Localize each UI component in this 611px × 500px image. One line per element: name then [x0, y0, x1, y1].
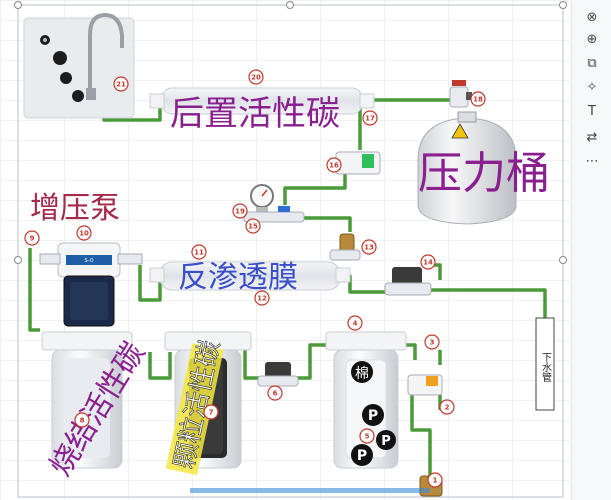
part-badge-label-6: 6: [273, 390, 278, 398]
part-badge-label-5: 5: [365, 433, 370, 441]
faucet-box: [23, 17, 135, 119]
solenoid-valve-6: [257, 362, 299, 387]
more-icon[interactable]: ⋯: [585, 153, 599, 169]
part-badge-18: [470, 91, 486, 107]
resize-handle[interactable]: [14, 1, 22, 9]
part-badge-3: [424, 334, 440, 350]
sintered-carbon-canister: [41, 331, 133, 469]
part-badge-9: [24, 230, 40, 246]
part-badge-label-14: 14: [423, 259, 433, 267]
part-badge-21: [113, 76, 129, 92]
close-icon[interactable]: ⊗: [586, 9, 598, 25]
resize-handle[interactable]: [559, 256, 567, 264]
ro-membrane-housing: [149, 261, 351, 291]
badge-cotton: [351, 361, 373, 383]
svg-text:棉: 棉: [355, 365, 369, 382]
part-badge-10: [76, 225, 92, 241]
inlet-valve-2: [407, 374, 443, 396]
pressure-tank: [417, 117, 517, 225]
pipe-pump-membrane: [138, 265, 162, 302]
part-badge-label-18: 18: [473, 96, 483, 104]
part-badge-11: [191, 244, 207, 260]
pipe-to-drain: [430, 288, 547, 318]
part-badge-label-17: 17: [365, 115, 375, 123]
pump-brand-label: S-O: [84, 258, 93, 264]
text-icon[interactable]: T: [588, 103, 596, 119]
part-badge-20: [248, 69, 264, 85]
translate-icon[interactable]: ⇄: [586, 129, 598, 145]
part-badge-19: [232, 203, 248, 219]
part-badge-5: [359, 428, 375, 444]
part-badge-12: [254, 290, 270, 306]
label-booster-pump: 增压泵: [30, 191, 120, 226]
pipe-to-valve-6: [243, 350, 262, 380]
zoom-icon[interactable]: ⊕: [586, 31, 598, 47]
part-badge-label-11: 11: [194, 249, 204, 257]
post-carbon-filter: [149, 87, 375, 115]
part-badge-17: [362, 110, 378, 126]
part-badge-label-16: 16: [329, 162, 339, 170]
pressure-gauge-assembly: [243, 184, 305, 223]
badge-p-3: [376, 430, 396, 450]
label-pressure-tank: 压力桶: [418, 148, 550, 199]
part-badge-label-19: 19: [235, 208, 245, 216]
part-badge-label-2: 2: [445, 404, 450, 412]
part-badge-1: [427, 472, 443, 488]
resize-handle[interactable]: [286, 1, 294, 9]
part-badge-label-7: 7: [209, 409, 214, 417]
side-toolbar: ⊗ ⊕ ⧉ ✧ T ⇄ ⋯: [571, 0, 611, 500]
bottom-edge: [190, 488, 430, 493]
resize-handle[interactable]: [559, 1, 567, 9]
pipe-pump-left: [28, 248, 40, 332]
pipe-can-link: [148, 352, 172, 380]
solenoid-valve-14: [384, 267, 432, 296]
part-badge-label-13: 13: [364, 244, 374, 252]
magic-icon[interactable]: ✧: [586, 79, 598, 95]
part-badge-label-8: 8: [80, 417, 85, 425]
flow-restrictor-13: [329, 233, 361, 261]
faucet-spout: [88, 12, 124, 90]
booster-pump: [39, 242, 143, 327]
part-badge-16: [326, 157, 342, 173]
part-badge-13: [361, 239, 377, 255]
part-badge-4: [347, 315, 363, 331]
part-badge-label-20: 20: [251, 74, 261, 82]
badge-p-2: [351, 444, 373, 466]
diagram-svg: S-O: [14, 1, 567, 498]
part-badge-label-15: 15: [248, 223, 258, 231]
crop-icon[interactable]: ⧉: [587, 55, 597, 71]
part-badge-2: [439, 399, 455, 415]
pipe-to-gauge: [283, 170, 347, 205]
part-badge-6: [267, 385, 283, 401]
pipe-valve6-pp: [295, 343, 330, 380]
part-badge-label-1: 1: [433, 477, 438, 485]
label-ro-membrane: 反渗透膜: [178, 260, 298, 295]
part-badge-label-9: 9: [30, 235, 35, 243]
part-badge-8: [74, 412, 90, 428]
resize-handle[interactable]: [14, 256, 22, 264]
svg-text:P: P: [357, 448, 367, 464]
part-badge-label-3: 3: [430, 339, 435, 347]
svg-text:P: P: [368, 408, 378, 424]
drain-pipe: [535, 317, 555, 411]
part-badge-label-12: 12: [257, 295, 267, 303]
part-badge-label-4: 4: [353, 320, 358, 328]
part-badge-label-10: 10: [79, 230, 89, 238]
label-drain: 下水管: [540, 352, 552, 383]
part-badge-14: [420, 254, 436, 270]
label-post-carbon: 后置活性碳: [170, 94, 340, 134]
part-badge-label-21: 21: [116, 81, 126, 89]
badge-p-1: [362, 404, 384, 426]
pipe-to-inlet-1: [410, 395, 432, 478]
faucet-assembly: [23, 12, 135, 119]
svg-text:P: P: [381, 434, 391, 449]
pipe-to-13: [300, 216, 352, 232]
pressure-tank-assembly: [417, 80, 517, 225]
part-badge-15: [245, 218, 261, 234]
part-badge-7: [203, 404, 219, 420]
